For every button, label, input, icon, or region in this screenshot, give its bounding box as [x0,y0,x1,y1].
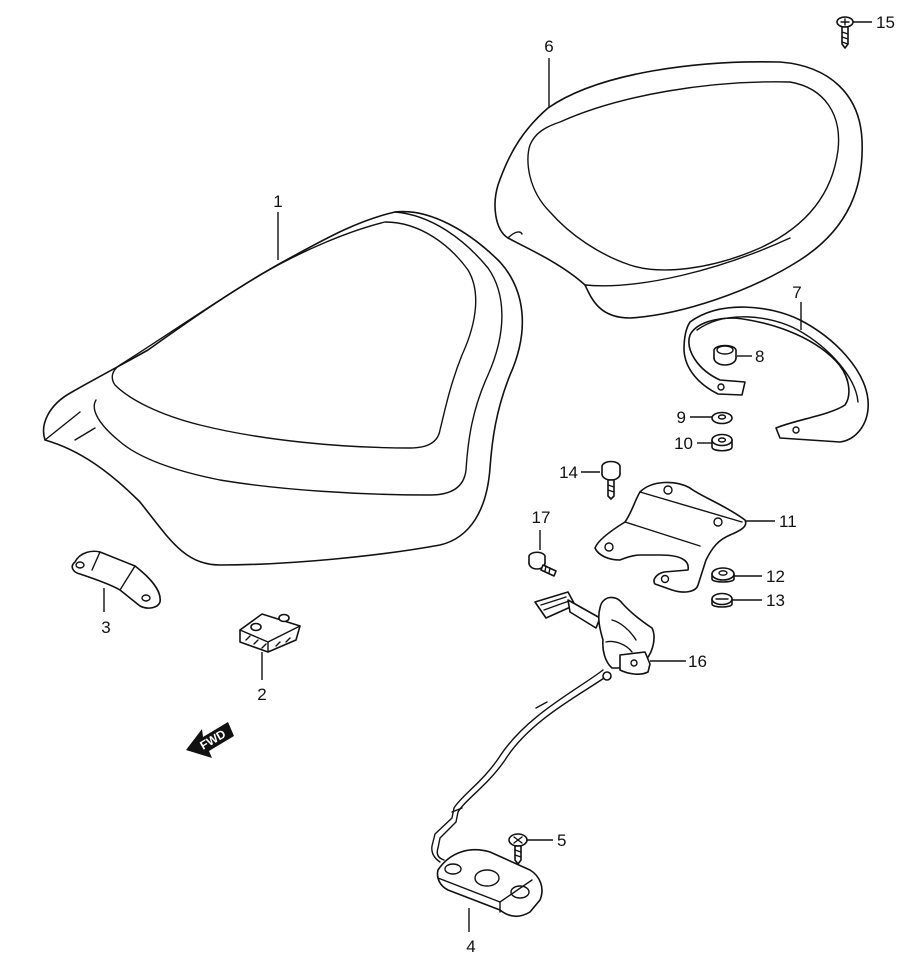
front-seat-part[interactable] [42,210,524,566]
callout-17: 17 [532,508,551,527]
washer-part-9[interactable] [711,411,733,425]
screw-part-5[interactable] [508,833,528,865]
bolt-part-14[interactable] [601,460,621,500]
callout-15: 15 [876,13,895,32]
callout-8: 8 [755,347,764,366]
cushion-part-2[interactable] [239,613,301,653]
screw-part-15[interactable] [836,16,854,49]
bracket-part-11[interactable] [594,481,747,593]
grommet-part-8[interactable] [713,344,737,366]
callout-16: 16 [688,652,707,671]
nut-part-10[interactable] [711,433,733,452]
callout-14: 14 [559,463,578,482]
callout-7: 7 [792,283,801,302]
callout-1: 1 [273,192,282,211]
callout-10: 10 [674,434,693,453]
callout-5: 5 [557,831,566,850]
strap-part[interactable] [683,306,869,443]
rear-seat-part[interactable] [494,60,863,319]
callout-11: 11 [779,512,797,531]
callout-9: 9 [677,408,686,427]
catch-part-4[interactable] [436,848,543,918]
fwd-arrow-icon [186,722,234,758]
callout-12: 12 [766,567,785,586]
nut-part-12[interactable] [711,567,735,583]
leader-lines [103,21,872,932]
callout-2: 2 [257,685,266,704]
callout-6: 6 [544,37,553,56]
callout-13: 13 [766,591,785,610]
nut-part-13[interactable] [711,592,733,608]
screw-part-17[interactable] [528,551,557,577]
callout-4: 4 [466,937,475,956]
callout-3: 3 [101,618,110,637]
bracket-part-3[interactable] [71,550,161,609]
seat-lock-part-16[interactable] [431,591,655,863]
